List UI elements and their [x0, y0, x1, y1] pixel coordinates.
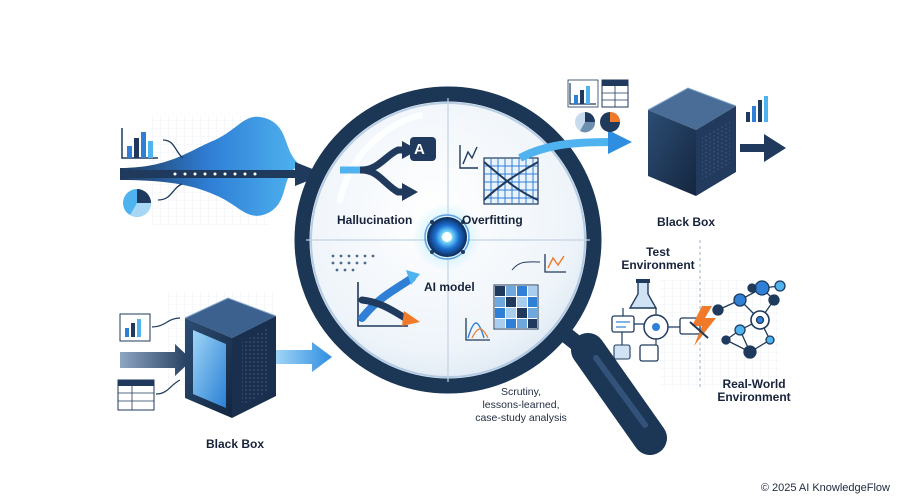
- scrutiny-line-1: Scrutiny,: [500, 386, 542, 398]
- ai-model-label: AI model: [424, 280, 475, 294]
- ai-core-icon: [413, 203, 481, 271]
- real-world-line-1: Real-World: [722, 377, 786, 391]
- overfitting-label: Overfitting: [462, 213, 523, 227]
- bar-chart-icon: [121, 128, 184, 159]
- copyright-notice: © 2025 AI KnowledgeFlow: [760, 482, 890, 494]
- test-environment-line-1: Test: [646, 245, 670, 259]
- bar-chart-icon: [746, 96, 768, 122]
- flow-arrow-top: [518, 130, 632, 162]
- test-environment-label: Test Environment: [612, 246, 704, 272]
- flow-arrow-input: [120, 344, 192, 376]
- cube-icon: [647, 87, 737, 196]
- flow-arrow-output: [276, 342, 332, 372]
- pie-chart-icon: [123, 183, 183, 217]
- rising-trend-icon: [357, 270, 420, 327]
- pie-chart-icon: [575, 112, 620, 133]
- heatmap-icon: [493, 284, 539, 330]
- scrutiny-caption: Scrutiny, lessons-learned, case-study an…: [466, 386, 576, 425]
- table-icon: [601, 79, 629, 108]
- mini-chart-icon: [465, 254, 566, 341]
- lightning-icon: [689, 306, 716, 346]
- bar-chart-icon: [567, 79, 599, 108]
- real-world-line-2: Environment: [717, 390, 791, 404]
- black-box-bottom-label: Black Box: [206, 437, 265, 451]
- bg-grid-right: [660, 280, 780, 390]
- flask-icon: [628, 279, 658, 309]
- test-environment-line-2: Environment: [621, 258, 695, 272]
- overfit-grid-icon: [483, 157, 539, 205]
- letter-badge-icon: [410, 137, 436, 161]
- table-icon: [117, 379, 181, 411]
- flow-arrow-right: [740, 134, 786, 162]
- real-world-environment-label: Real-World Environment: [712, 378, 796, 404]
- letter-badge-label: A: [414, 141, 425, 158]
- scrutiny-line-3: case-study analysis: [475, 412, 567, 424]
- black-box-top-label: Black Box: [657, 215, 716, 229]
- hallucination-label: Hallucination: [337, 213, 413, 227]
- line-chart-icon: [459, 145, 478, 169]
- branching-arrow-icon: [340, 141, 418, 201]
- dot-pattern-icon: [331, 254, 375, 272]
- scrutiny-line-2: lessons-learned,: [482, 399, 560, 411]
- neural-network-icon: [712, 280, 786, 359]
- bar-chart-icon: [119, 313, 181, 342]
- cube-icon: [184, 297, 277, 418]
